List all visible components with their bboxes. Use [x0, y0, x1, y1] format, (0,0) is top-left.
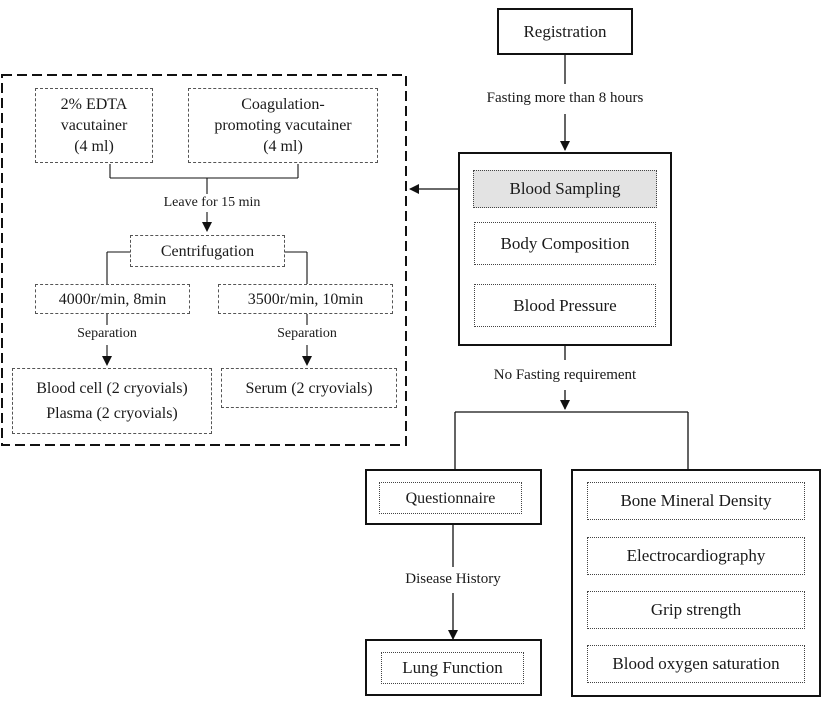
bone-mineral-density-box: Bone Mineral Density — [587, 482, 805, 520]
disease-history-label: Disease History — [402, 571, 504, 588]
serum-label: Serum (2 cryovials) — [245, 379, 373, 397]
centrifugation-label: Centrifugation — [160, 242, 255, 260]
questionnaire-box: Questionnaire — [379, 482, 522, 514]
right-speed-label: 3500r/min, 10min — [247, 290, 364, 308]
left-speed-label: 4000r/min, 8min — [58, 290, 167, 308]
centrifugation-box: Centrifugation — [130, 235, 285, 267]
edta-tube-line-1: 2% EDTA — [60, 96, 128, 113]
electrocardiography-box: Electrocardiography — [587, 537, 805, 575]
no-fasting-label: No Fasting requirement — [490, 367, 640, 384]
coagulation-tube-box: Coagulation- promoting vacutainer (4 ml) — [188, 88, 378, 163]
coag-tube-line-1: Coagulation- — [241, 96, 325, 113]
blood-pressure-box: Blood Pressure — [474, 284, 656, 327]
coag-tube-line-2: promoting vacutainer — [214, 117, 352, 134]
bone-mineral-density-label: Bone Mineral Density — [620, 491, 772, 510]
leave-label: Leave for 15 min — [160, 195, 264, 211]
right-output-box: Serum (2 cryovials) — [221, 368, 397, 408]
grip-strength-box: Grip strength — [587, 591, 805, 629]
body-composition-label: Body Composition — [500, 233, 630, 253]
blood-oxygen-label: Blood oxygen saturation — [612, 654, 780, 673]
edta-tube-line-3: (4 ml) — [74, 138, 114, 155]
fasting-label: Fasting more than 8 hours — [483, 90, 647, 107]
questionnaire-label: Questionnaire — [405, 489, 496, 507]
right-speed-box: 3500r/min, 10min — [218, 284, 393, 314]
blood-sampling-box: Blood Sampling — [473, 170, 657, 208]
left-output-box: Blood cell (2 cryovials) Plasma (2 cryov… — [12, 368, 212, 434]
grip-strength-label: Grip strength — [650, 600, 742, 619]
registration-box: Registration — [497, 8, 633, 55]
lung-function-label: Lung Function — [402, 658, 503, 677]
separation-right-label: Separation — [274, 326, 340, 342]
electrocardiography-label: Electrocardiography — [626, 546, 766, 565]
left-speed-box: 4000r/min, 8min — [35, 284, 190, 314]
edta-tube-box: 2% EDTA vacutainer (4 ml) — [35, 88, 153, 163]
body-composition-box: Body Composition — [474, 222, 656, 265]
plasma-label: Plasma (2 cryovials) — [46, 405, 178, 422]
blood-sampling-label: Blood Sampling — [509, 179, 621, 198]
blood-pressure-label: Blood Pressure — [513, 295, 617, 315]
blood-oxygen-box: Blood oxygen saturation — [587, 645, 805, 683]
sample-processing-panel — [1, 74, 407, 446]
coag-tube-line-3: (4 ml) — [263, 138, 303, 155]
blood-cell-label: Blood cell (2 cryovials) — [36, 380, 188, 397]
registration-label: Registration — [523, 21, 607, 41]
lung-function-box: Lung Function — [381, 652, 524, 684]
edta-tube-line-2: vacutainer — [60, 117, 128, 134]
separation-left-label: Separation — [74, 326, 140, 342]
